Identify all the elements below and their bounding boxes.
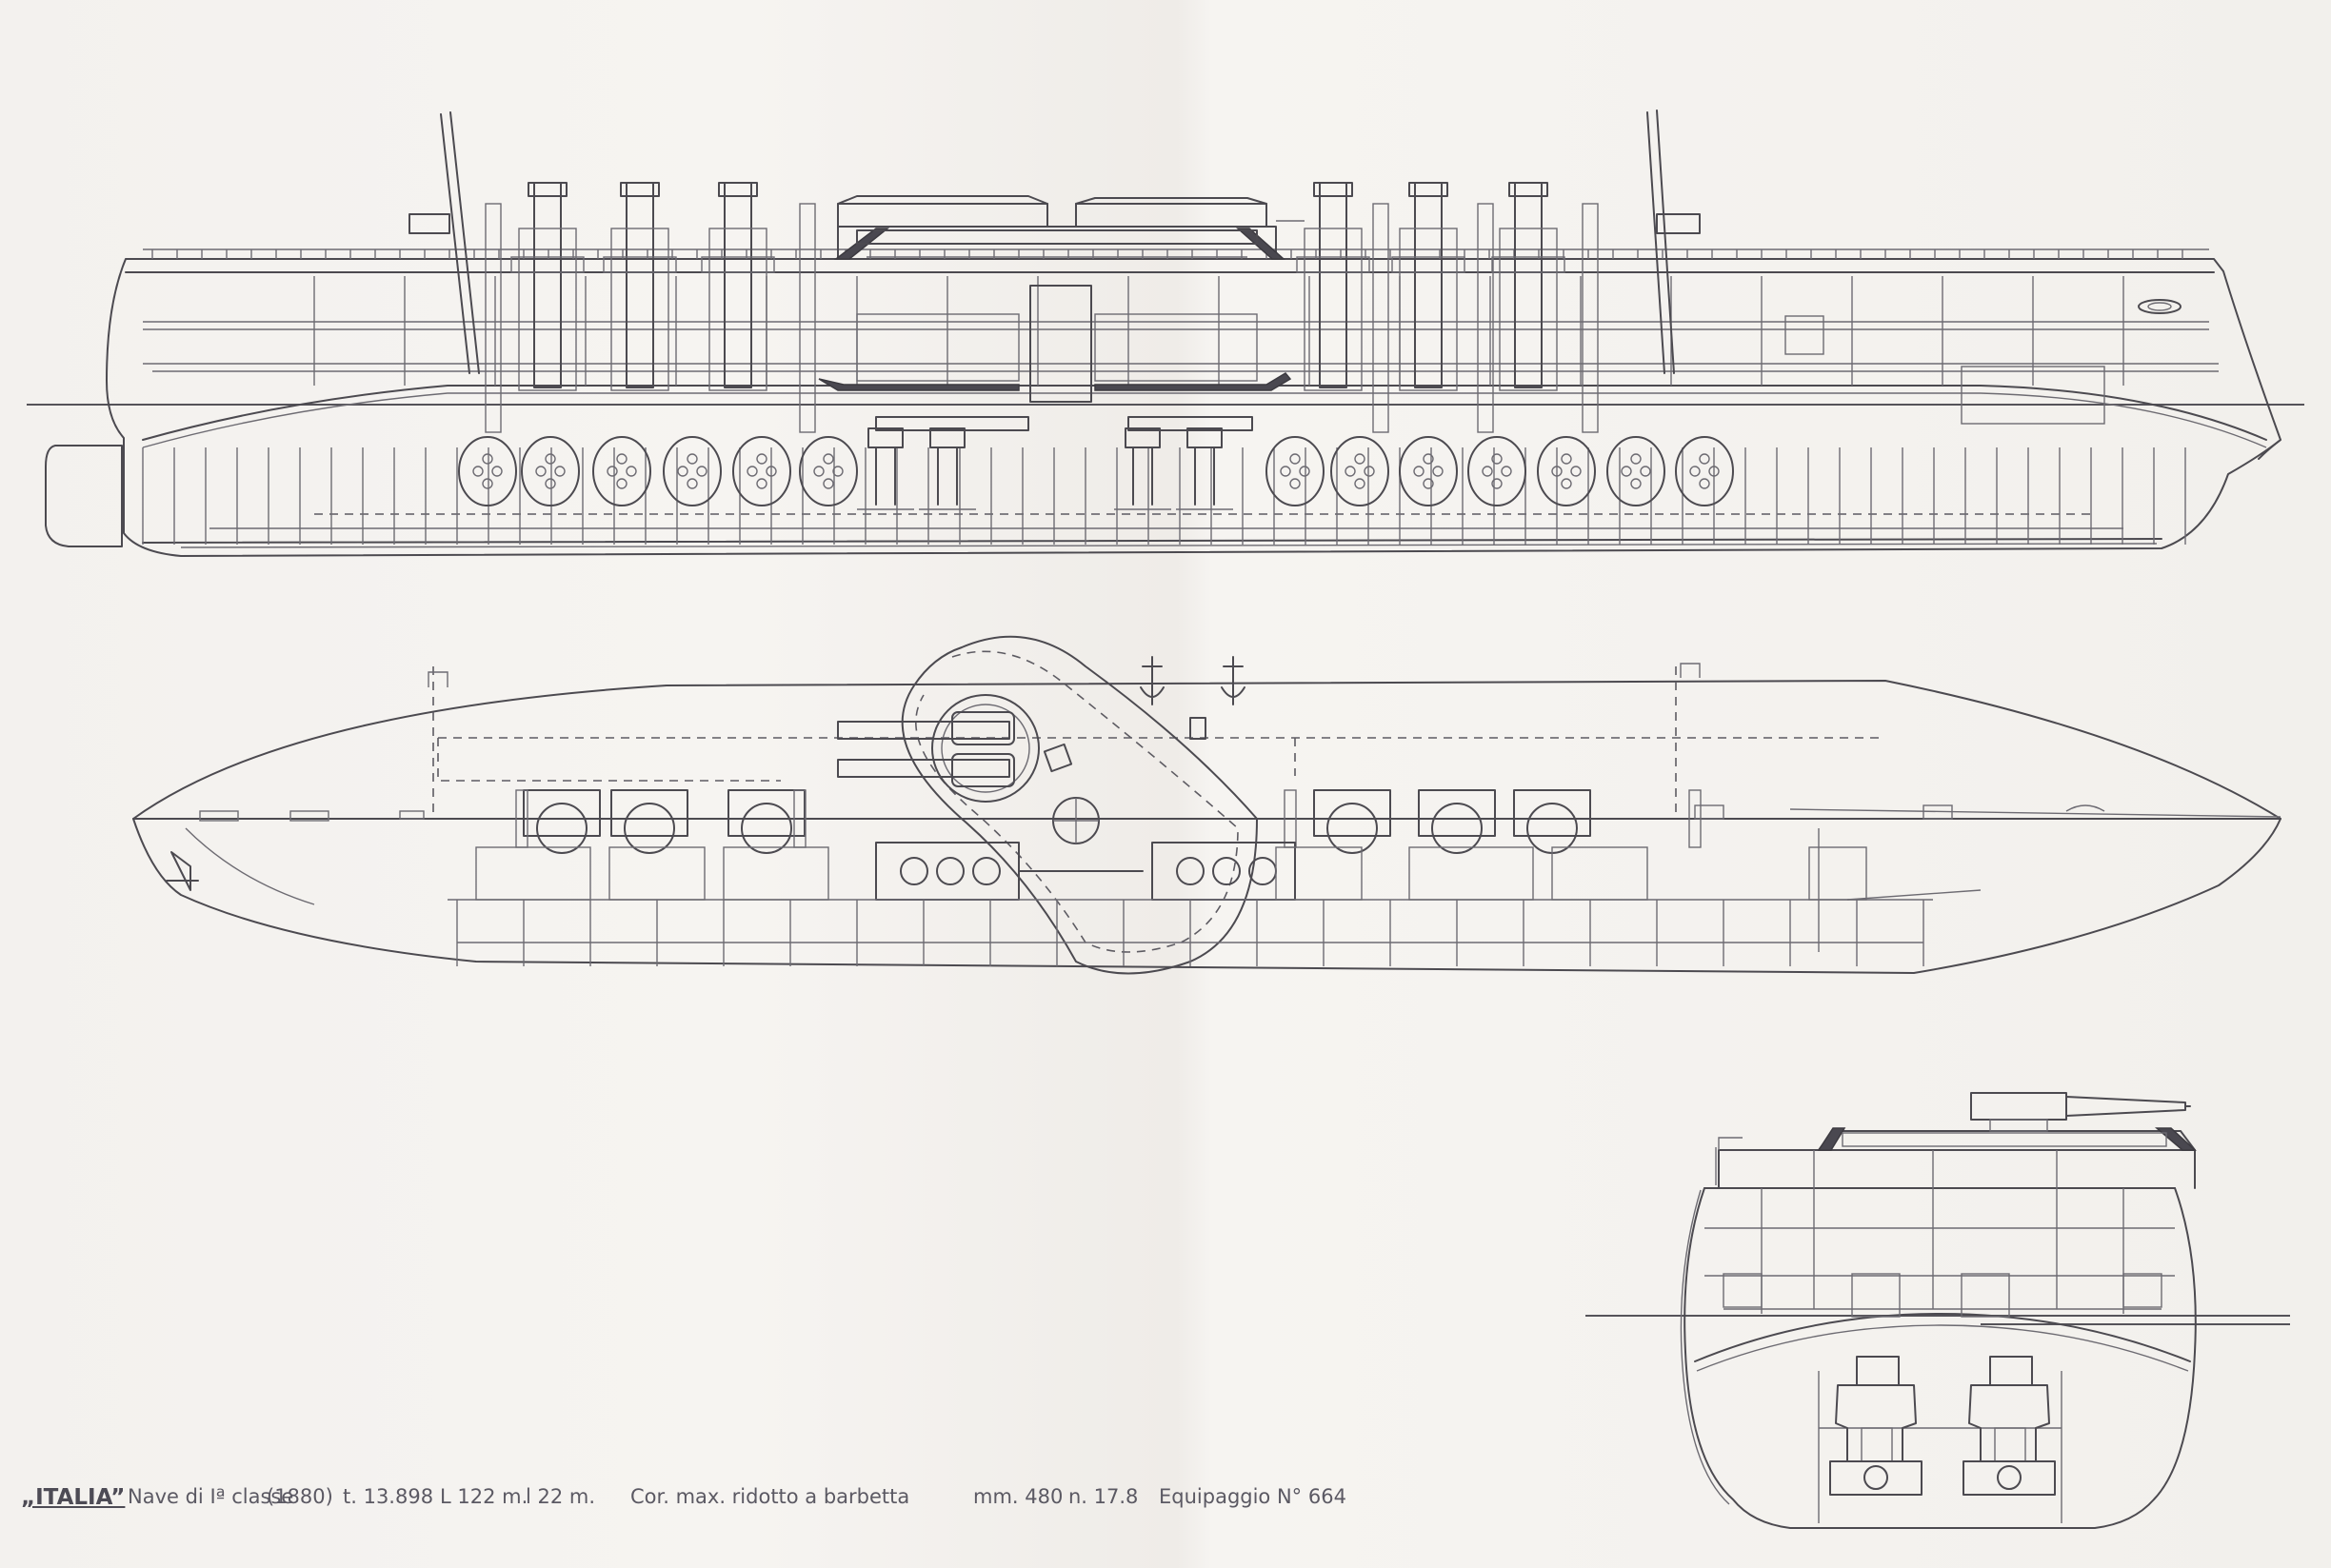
keel-line xyxy=(142,538,2162,544)
launch-year: (1880) xyxy=(267,1485,333,1508)
engine-cylinder xyxy=(1176,857,1205,885)
aft-bridge xyxy=(408,213,450,234)
armour-value: mm. 480 xyxy=(973,1485,1064,1508)
funnels-plan xyxy=(515,789,1702,854)
engine-cylinder xyxy=(972,857,1001,885)
boiler xyxy=(1265,436,1325,506)
funnel-plan xyxy=(536,803,588,854)
boiler xyxy=(1606,436,1665,506)
funnel-plan xyxy=(1431,803,1483,854)
boiler xyxy=(1537,436,1596,506)
barbette-gun-top xyxy=(837,721,1010,740)
funnel xyxy=(626,182,654,388)
frame-stations xyxy=(142,276,2186,545)
section-engine-right xyxy=(1962,1356,2056,1496)
funnel xyxy=(1514,182,1543,388)
boiler xyxy=(592,436,651,506)
fore-bridge xyxy=(1656,213,1701,234)
aft-mast xyxy=(440,113,470,374)
funnel xyxy=(1414,182,1443,388)
boiler xyxy=(732,436,791,506)
rudder-plan xyxy=(170,851,191,891)
boiler xyxy=(458,436,517,506)
engine-cylinder xyxy=(900,857,928,885)
funnel xyxy=(1319,182,1347,388)
engines-side xyxy=(857,416,1253,510)
central-barbette-plan xyxy=(837,635,1258,975)
section-barbette-gun xyxy=(1970,1092,2067,1121)
engine-cylinder xyxy=(1212,857,1241,885)
funnel-plan xyxy=(624,803,675,854)
funnel-plan xyxy=(1526,803,1578,854)
funnel xyxy=(724,182,752,388)
section-armoured-deck xyxy=(1694,1313,2191,1362)
barbette-gun-fore xyxy=(1075,203,1267,228)
central-redoubt-side xyxy=(818,195,1305,403)
side-elevation-view xyxy=(27,109,2304,557)
tonnage: t. 13.898 xyxy=(343,1485,434,1508)
boilers-row xyxy=(458,436,1734,506)
section-superstructure xyxy=(1718,1149,2196,1189)
boiler xyxy=(1675,436,1734,506)
funnel-plan xyxy=(741,803,792,854)
boiler xyxy=(663,436,722,506)
funnel xyxy=(533,182,562,388)
compartments-plan xyxy=(448,828,1982,966)
barbette-gun-bottom xyxy=(837,759,1010,778)
boiler xyxy=(799,436,858,506)
engines-plan xyxy=(875,842,1296,901)
section-engine-left xyxy=(1829,1356,1923,1496)
length: L 122 m. xyxy=(440,1485,528,1508)
boiler xyxy=(1399,436,1458,506)
armour-label: Cor. max. ridotto a barbetta xyxy=(630,1485,910,1508)
drawing-caption: „ITALIA” Nave di Iª classe (1880) t. 13.… xyxy=(21,1485,1354,1523)
hull-section-outline xyxy=(1684,1187,2197,1529)
deck-plan-outline xyxy=(132,680,2281,820)
boiler xyxy=(1467,436,1526,506)
barbette-gun-aft xyxy=(837,203,1048,228)
armoured-deck-curve xyxy=(142,385,2267,441)
crew: Equipaggio N° 664 xyxy=(1159,1485,1346,1508)
midship-section xyxy=(1585,1092,2290,1529)
plan-view xyxy=(132,635,2281,975)
anchors xyxy=(1140,656,1245,705)
fore-mast xyxy=(1646,111,1665,374)
funnels-group xyxy=(485,182,1599,433)
hull-outline-side xyxy=(106,258,2281,557)
ship-class: Nave di Iª classe xyxy=(128,1485,294,1508)
beam: l 22 m. xyxy=(526,1485,596,1508)
boiler xyxy=(521,436,580,506)
speed: n. 17.8 xyxy=(1068,1485,1139,1508)
rudder-side xyxy=(45,445,123,547)
funnel-plan xyxy=(1326,803,1378,854)
hull-plan-outline xyxy=(132,818,2281,974)
boiler xyxy=(1330,436,1389,506)
engine-cylinder xyxy=(936,857,965,885)
ship-name: „ITALIA” xyxy=(21,1485,126,1510)
